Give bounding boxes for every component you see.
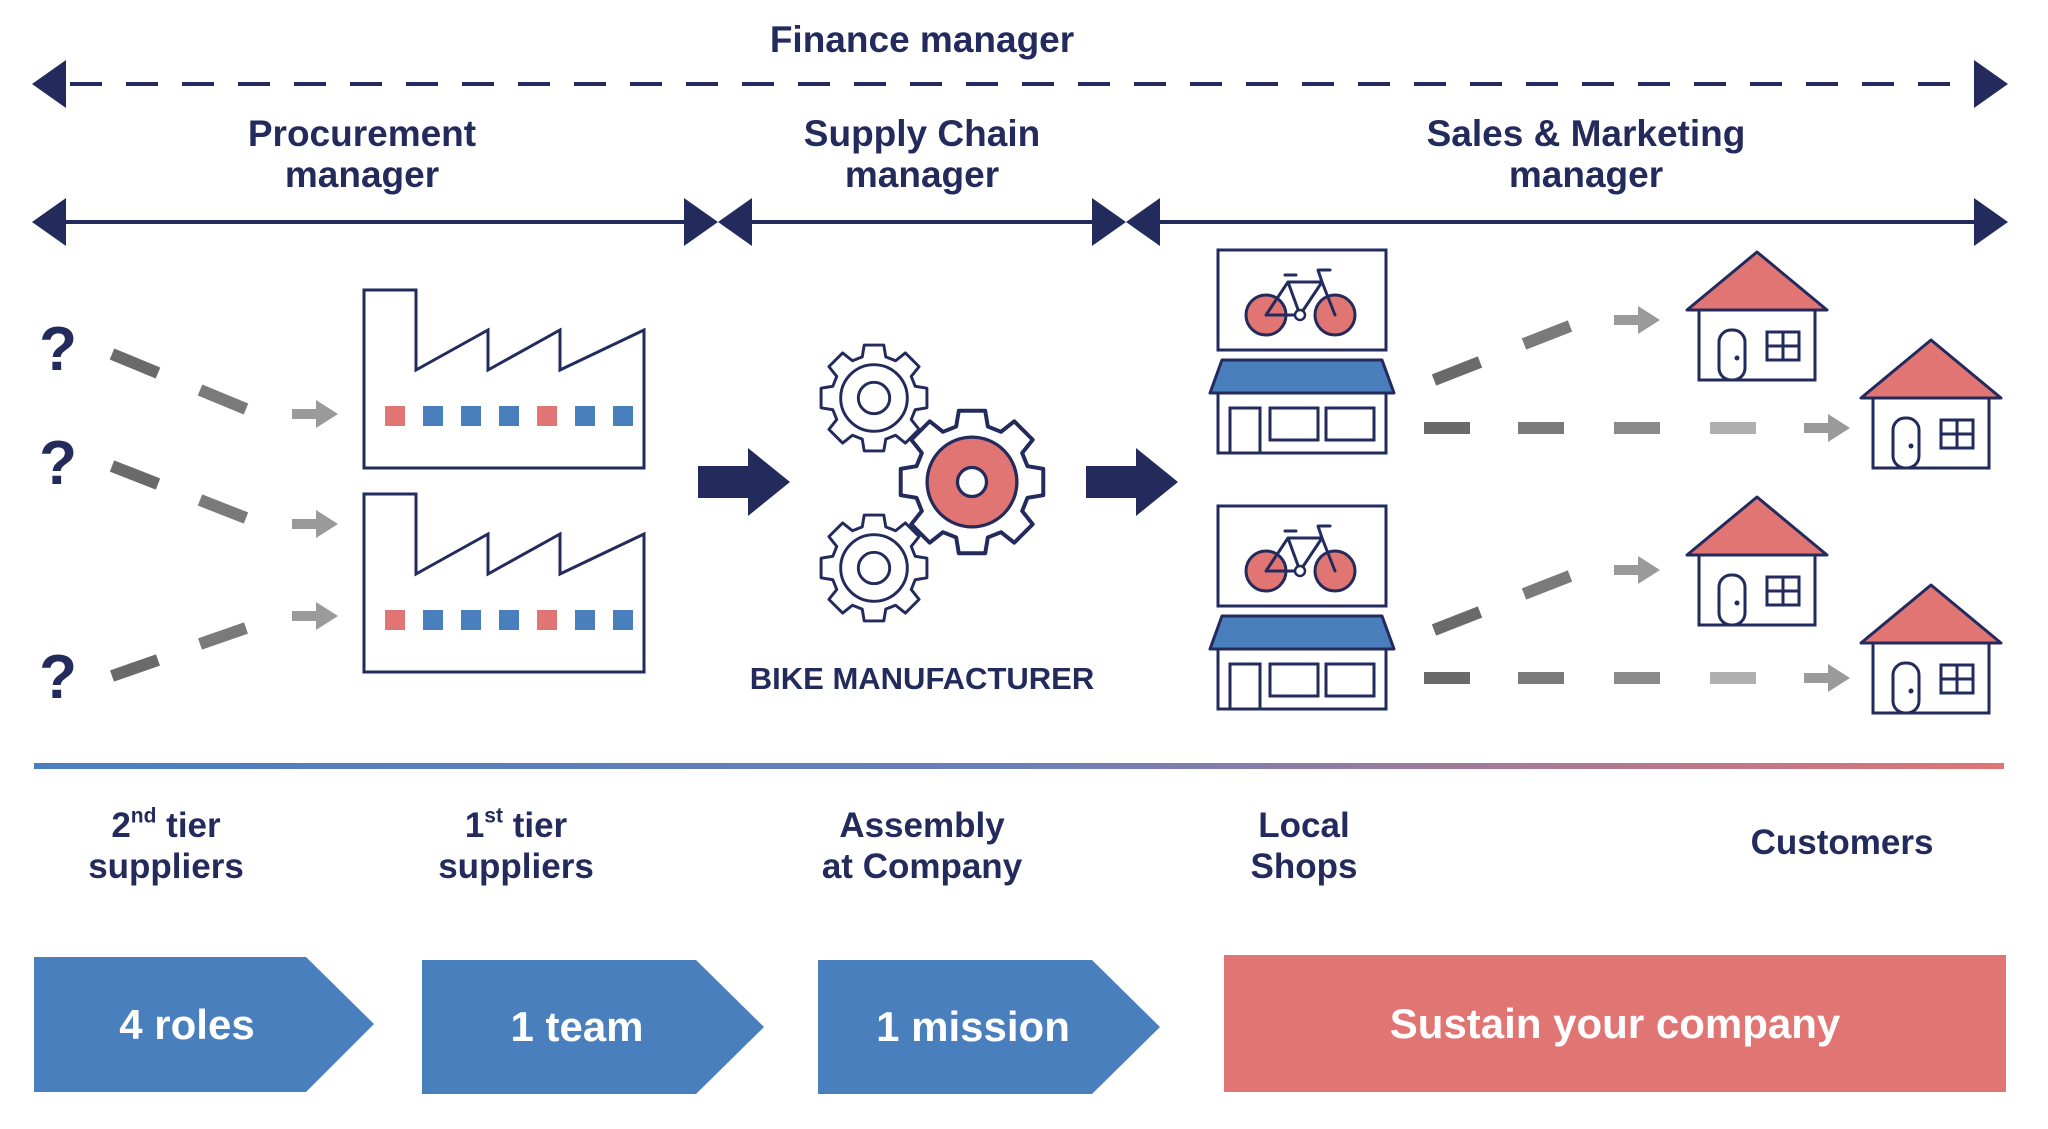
banner-mission: 1 mission [876, 1003, 1070, 1050]
banner-sustain: Sustain your company [1389, 999, 1841, 1047]
finance-arrow [32, 60, 2008, 108]
sales-marketing-arrow [1126, 198, 2008, 246]
house-icon [1685, 495, 1829, 627]
banner-mission-shape [818, 960, 1160, 1094]
customers-label: Customers [1750, 823, 1934, 862]
second-tier-suppliers-label: 2nd tier suppliers [88, 804, 244, 886]
house-icon [1859, 583, 2003, 715]
navy-arrow-icon [1086, 448, 1178, 516]
question-mark-2: ? [39, 429, 77, 498]
house-icon [1685, 250, 1829, 382]
small-grey-arrows [292, 400, 338, 630]
banner-roles-shape [34, 957, 374, 1092]
bike-manufacturer-label: BIKE MANUFACTURER [750, 661, 1094, 696]
shop-dashed-lines [1424, 320, 1756, 684]
navy-arrow-icon [698, 448, 790, 516]
factory-icon [362, 288, 646, 470]
banner-sustain-shape [1224, 955, 2006, 1092]
bike-shop-icon [1208, 248, 1396, 455]
first-tier-suppliers-label: 1st tier suppliers [438, 804, 594, 886]
gear-icon [819, 513, 929, 623]
banner-team: 1 team [510, 1003, 644, 1050]
main-gear-icon [898, 408, 1046, 556]
bike-shop-icon [1208, 504, 1396, 711]
banner-roles: 4 roles [119, 1000, 255, 1048]
gear-icon [819, 343, 929, 453]
supply-chain-arrow [718, 198, 1126, 246]
procurement-arrow [32, 198, 718, 246]
question-mark-3: ? [39, 643, 77, 712]
supplier-dashed-lines [109, 348, 249, 682]
house-icon [1859, 338, 2003, 470]
shop-grey-arrows [1614, 306, 1850, 692]
factory-icon [362, 492, 646, 674]
question-mark-1: ? [39, 315, 77, 384]
finance-manager-label: Finance manager [769, 19, 1075, 60]
stage-divider [34, 763, 2004, 769]
banner-team-shape [422, 960, 764, 1094]
